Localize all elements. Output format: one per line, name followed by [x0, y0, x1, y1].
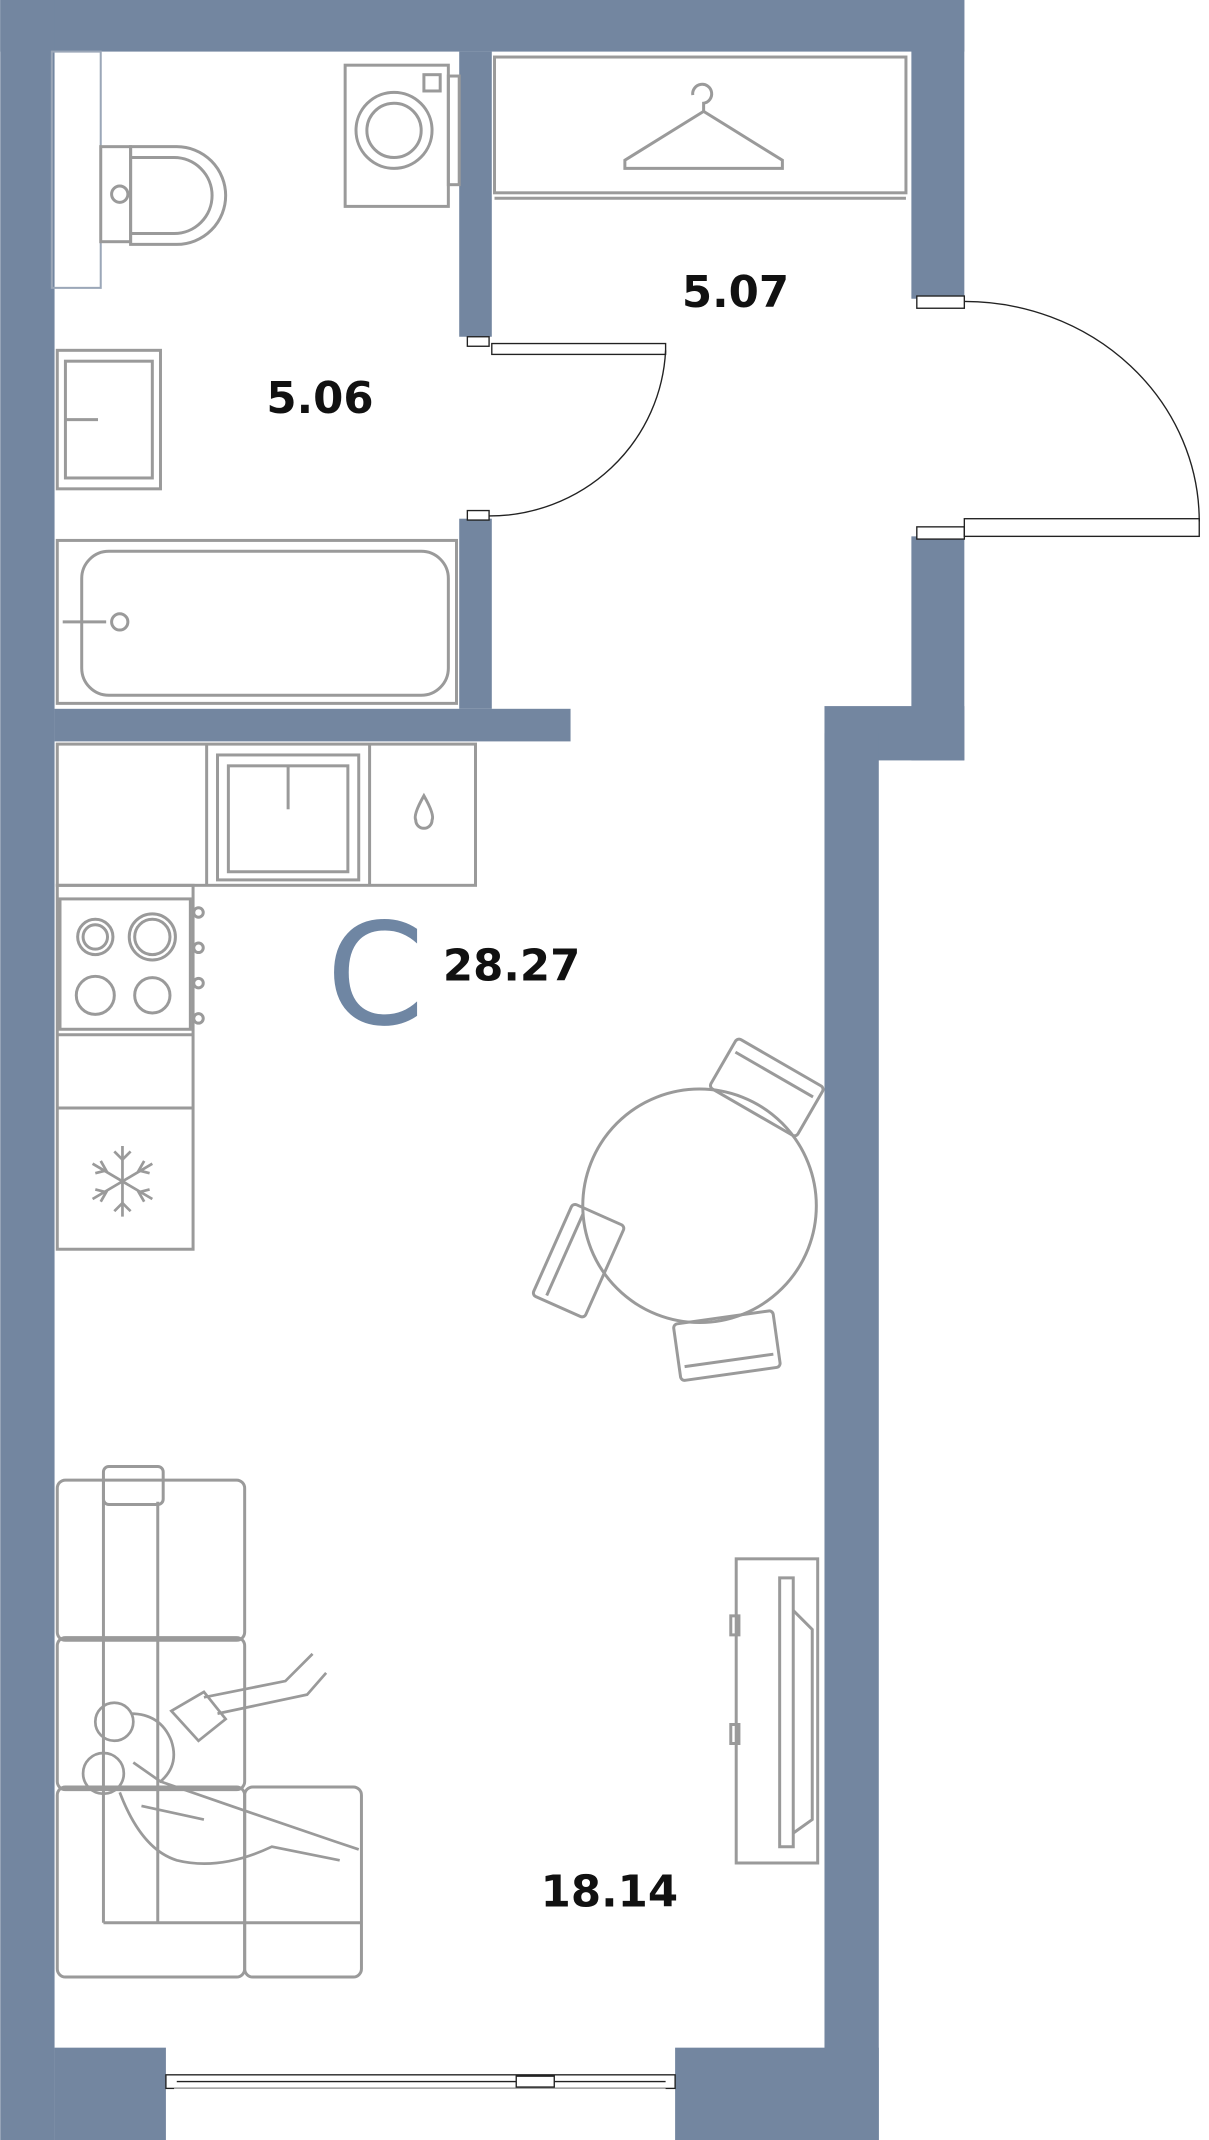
bathroom-area: 5.06	[266, 374, 373, 424]
apartment-type-letter: С	[326, 894, 425, 1058]
washing-machine-icon	[343, 63, 461, 208]
total-area: 28.27	[443, 941, 580, 991]
stove-icon	[58, 897, 205, 1031]
bathtub-icon	[55, 538, 458, 705]
water-drop-icon	[413, 792, 435, 830]
entrance-door	[916, 295, 1200, 540]
dining-table-icon	[531, 1037, 825, 1382]
sink-icon	[55, 348, 162, 491]
wardrobe	[493, 55, 908, 200]
bathroom-fixtures	[50, 50, 461, 705]
snowflake-icon	[91, 1146, 154, 1217]
window	[165, 2074, 676, 2140]
hallway-area: 5.07	[682, 268, 789, 318]
sofa-icon	[55, 1465, 363, 1979]
bathroom-door	[466, 336, 667, 521]
counter	[55, 742, 477, 1251]
hanger-icon	[623, 82, 784, 170]
bathroom-window-icon	[50, 50, 102, 289]
walls	[0, 0, 965, 2140]
living-area: 18.14	[541, 1867, 678, 1917]
tv-icon	[729, 1557, 820, 1865]
kitchen	[55, 742, 477, 1251]
kitchen-sink-icon	[216, 753, 361, 882]
people-icon	[81, 1652, 360, 1865]
toilet-icon	[99, 145, 228, 246]
